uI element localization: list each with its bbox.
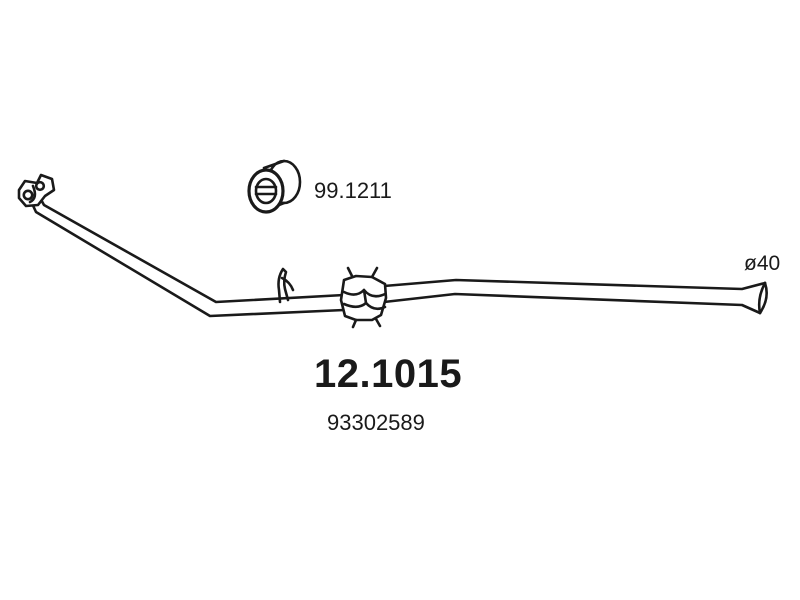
part-number: 12.1015: [314, 352, 463, 396]
pipe-flange-icon: [17, 173, 56, 208]
exhaust-pipe-icon: [28, 194, 768, 318]
gasket-part-code: 99.1211: [314, 178, 392, 203]
pipe-diameter-label: ø40: [744, 252, 781, 275]
gasket-ring-icon: [247, 159, 302, 214]
oem-reference-number: 93302589: [327, 410, 425, 435]
pipe-hanger-icon: [277, 267, 295, 304]
pipe-clamp-icon: [339, 266, 388, 329]
